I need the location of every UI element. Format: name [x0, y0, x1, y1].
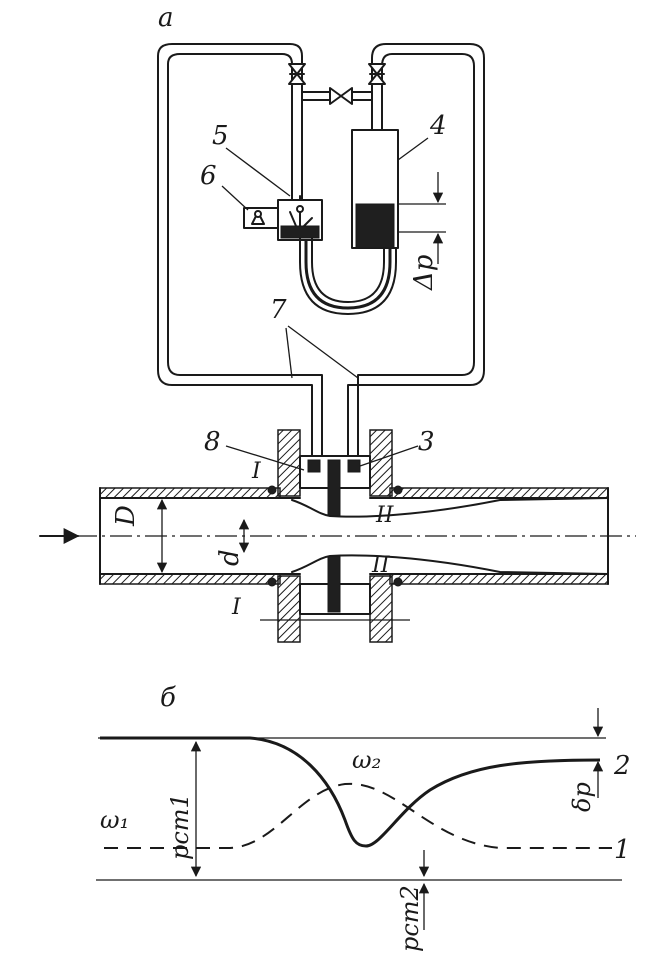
label-curve-1: 1	[614, 835, 631, 865]
panel-b-label: б	[160, 683, 176, 713]
label-D: D	[111, 505, 141, 527]
leader-8	[225, 445, 305, 471]
contact-device	[243, 207, 279, 229]
section-II-top: II	[375, 503, 395, 528]
leader-5	[225, 147, 291, 197]
flow-streamlines	[291, 497, 609, 575]
u-tube	[299, 237, 397, 315]
leader-4	[397, 137, 429, 161]
leader-7-right	[287, 325, 359, 379]
label-pst1: pст1	[166, 793, 194, 860]
valve-right	[368, 63, 386, 85]
label-d: d	[215, 549, 245, 566]
label-dp: Δp	[409, 254, 439, 291]
label-7: 7	[270, 295, 287, 325]
label-3: 3	[418, 427, 435, 457]
label-curve-2: 2	[613, 751, 631, 781]
manometer-vessel	[351, 129, 446, 249]
valve-left	[288, 63, 306, 85]
label-omega-1: ω₁	[100, 806, 129, 834]
section-I-bottom: I	[231, 595, 242, 620]
label-8: 8	[204, 427, 221, 457]
panel-a-label: а	[158, 3, 174, 33]
flange-left	[267, 429, 301, 643]
float-chamber	[277, 195, 323, 241]
section-I-top: I	[251, 459, 262, 484]
leader-3	[359, 445, 419, 467]
pressure-curve-2	[100, 736, 601, 848]
flange-right	[369, 429, 403, 643]
label-5: 5	[212, 121, 229, 151]
pipeline	[99, 487, 609, 585]
impulse-tube-left-loop	[157, 43, 323, 456]
section-II-bottom: II	[371, 553, 391, 578]
impulse-tube-right-loop	[347, 43, 485, 456]
label-pst2: pст2	[396, 885, 424, 952]
leader-6	[221, 185, 249, 211]
orifice-plate	[260, 455, 410, 621]
velocity-curve-1	[104, 782, 612, 849]
label-4: 4	[429, 111, 447, 141]
bypass-valve	[301, 87, 373, 105]
leader-7-left	[285, 327, 293, 379]
label-delta-p-small: δp	[568, 782, 596, 812]
label-omega-2: ω₂	[352, 746, 381, 774]
label-6: 6	[200, 161, 217, 191]
